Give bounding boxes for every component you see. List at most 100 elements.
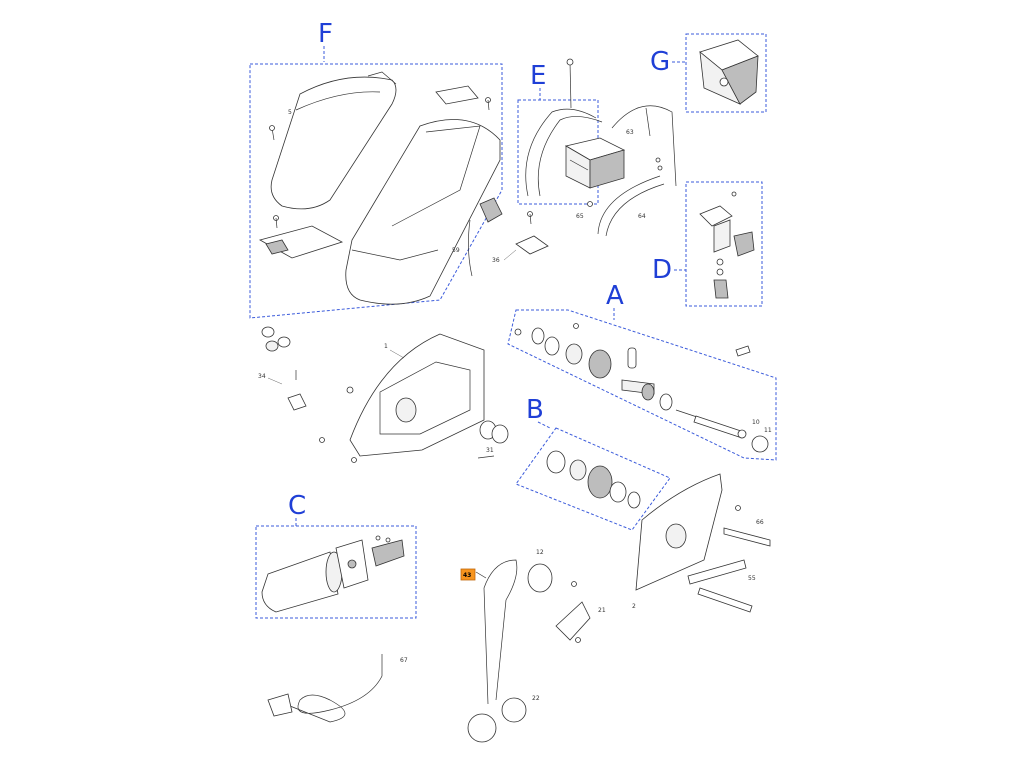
side-plate-assembly: 2 66 55 bbox=[632, 473, 771, 613]
a-flange bbox=[565, 343, 583, 365]
wire-63 bbox=[611, 105, 677, 187]
b-ring bbox=[546, 450, 566, 474]
top-cover bbox=[270, 76, 397, 210]
top-cover-lip bbox=[367, 71, 397, 85]
cable-gland-a bbox=[261, 326, 275, 338]
screw-long-head bbox=[566, 58, 574, 66]
motor-body bbox=[261, 551, 339, 613]
a-screw-head bbox=[573, 323, 579, 329]
rod-66 bbox=[723, 527, 771, 547]
group-a: A 10 11 bbox=[507, 281, 777, 461]
group-label-g: G bbox=[650, 47, 670, 77]
motor-flange-hole bbox=[347, 559, 357, 569]
connector-cable bbox=[468, 219, 473, 277]
group-label-f: F bbox=[318, 19, 333, 49]
cable-gland-b bbox=[277, 336, 291, 348]
part-number-31: 31 bbox=[486, 447, 494, 454]
base-screw-b bbox=[351, 457, 357, 463]
b-gear bbox=[587, 465, 613, 499]
circuit-board-chip bbox=[265, 239, 289, 255]
terminal-34 bbox=[287, 393, 307, 411]
plate-screw-head bbox=[735, 505, 741, 511]
connector-block bbox=[479, 197, 503, 223]
screw-long bbox=[569, 61, 572, 109]
a-rod bbox=[693, 415, 745, 439]
c-screw-a bbox=[375, 535, 381, 541]
control-board-side bbox=[721, 55, 759, 105]
release-assembly: 43 12 22 21 bbox=[460, 549, 606, 743]
a-knob bbox=[751, 435, 769, 453]
lever-screw-b bbox=[575, 637, 581, 643]
base-screw-a bbox=[319, 437, 325, 443]
group-f-outline bbox=[249, 63, 503, 319]
cable-gland-c bbox=[265, 340, 279, 352]
group-b-connector bbox=[537, 421, 551, 429]
group-g: G bbox=[650, 33, 767, 113]
lever-screw-a bbox=[571, 581, 577, 587]
side-plate-hub bbox=[665, 523, 687, 549]
wire-loop-outer bbox=[525, 108, 597, 197]
group-b: B bbox=[515, 395, 671, 531]
group-c: C bbox=[255, 491, 417, 619]
bushing-31b bbox=[491, 424, 509, 444]
part-number-64: 64 bbox=[638, 213, 646, 220]
group-a-outline bbox=[507, 309, 777, 461]
gearmotor-base bbox=[349, 333, 485, 457]
part-number-66: 66 bbox=[756, 519, 764, 526]
small-lid bbox=[435, 85, 479, 105]
wire-64a bbox=[597, 175, 661, 235]
part-number-36: 36 bbox=[492, 257, 500, 264]
release-knob-22 bbox=[501, 697, 527, 723]
release-lever-21 bbox=[555, 601, 591, 641]
control-board-knob bbox=[719, 77, 729, 87]
part-number-2: 2 bbox=[632, 603, 636, 610]
terminal-block bbox=[515, 235, 549, 255]
b-bushing bbox=[609, 481, 627, 503]
main-housing-inner bbox=[391, 125, 481, 227]
group-b-outline bbox=[515, 427, 671, 531]
screw-d-head bbox=[731, 191, 737, 197]
group-c-outline bbox=[255, 525, 417, 619]
nut-65b bbox=[657, 165, 663, 171]
part-number-10: 10 bbox=[752, 419, 760, 426]
screw-65-head bbox=[587, 201, 593, 207]
a-bushing bbox=[544, 336, 560, 356]
screw-31 bbox=[477, 455, 495, 459]
b-washer bbox=[627, 491, 641, 509]
part-number-59: 59 bbox=[452, 247, 460, 254]
part-number-65: 65 bbox=[576, 213, 584, 220]
part-number-21: 21 bbox=[598, 607, 606, 614]
group-d: D bbox=[652, 181, 763, 307]
group-d-outline bbox=[685, 181, 763, 307]
group-e: E 63 64 65 bbox=[517, 58, 677, 237]
a-clip bbox=[735, 345, 751, 357]
part-number-22: 22 bbox=[532, 695, 540, 702]
screw-terminal bbox=[529, 213, 532, 225]
a-ring bbox=[531, 327, 545, 345]
a-gear bbox=[588, 349, 612, 379]
pin-63 bbox=[645, 107, 651, 137]
a-pinion bbox=[641, 383, 655, 401]
group-f: F 5 59 36 bbox=[249, 19, 549, 319]
base-assembly: 1 34 31 bbox=[258, 326, 509, 463]
a-nut bbox=[737, 429, 747, 439]
worm-gear bbox=[371, 539, 405, 567]
base-nut bbox=[346, 386, 354, 394]
group-label-e: E bbox=[530, 61, 546, 91]
wire-64b bbox=[605, 183, 665, 237]
nut-65a bbox=[655, 157, 661, 163]
transformer-right bbox=[589, 149, 625, 189]
group-label-b: B bbox=[526, 395, 544, 425]
part-number-63: 63 bbox=[626, 129, 634, 136]
switch-cap bbox=[733, 231, 755, 257]
part-number-5: 5 bbox=[288, 109, 292, 116]
a-bearing bbox=[659, 393, 673, 411]
switch-bracket bbox=[699, 205, 733, 227]
spring-ring-a bbox=[716, 258, 724, 266]
part-number-43: 43 bbox=[463, 572, 471, 579]
transformer-winding bbox=[569, 159, 589, 171]
group-label-d: D bbox=[652, 255, 672, 285]
group-label-c: C bbox=[288, 491, 306, 521]
bracket-55 bbox=[687, 559, 747, 585]
